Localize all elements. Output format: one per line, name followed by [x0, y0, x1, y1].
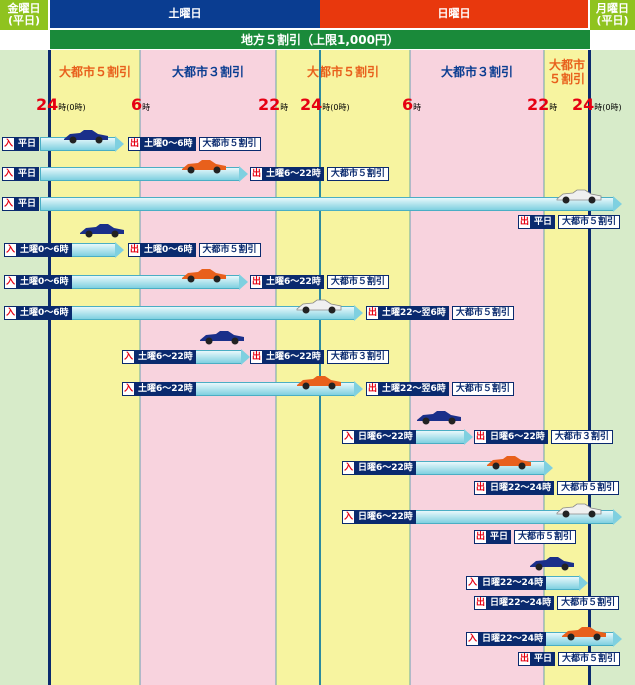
car-icon	[530, 557, 574, 571]
tick-6-sat: 6時	[131, 95, 151, 114]
line-sun-6	[409, 50, 411, 685]
exit-label: 出土曜22～翌6時大都市５割引	[366, 306, 514, 320]
regional-discount-bar: 地方５割引（上限1,000円）	[50, 30, 590, 49]
exit-label: 出土曜0～6時大都市５割引	[128, 137, 261, 151]
car-icon	[80, 224, 124, 238]
line-sat-22	[275, 50, 277, 685]
saturday-header: 土曜日	[50, 0, 320, 28]
tick-24-fri: 24時(0時)	[36, 95, 86, 114]
exit-label: 出日曜22～24時大都市５割引	[474, 481, 620, 495]
zone3-column	[276, 50, 410, 685]
zone2-column	[140, 50, 276, 685]
exit-label: 出平日大都市５割引	[518, 215, 621, 229]
car-icon	[182, 160, 226, 174]
entry-label: 入平日	[2, 197, 40, 211]
route-arrow	[540, 575, 588, 591]
exit-label: 出平日大都市５割引	[518, 652, 621, 666]
car-icon	[200, 331, 244, 345]
midnight-line-fri-sat	[48, 50, 51, 685]
car-icon	[182, 269, 226, 283]
friday-header: 金曜日 (平日)	[0, 0, 48, 30]
tick-24-sun: 24時(0時)	[572, 95, 622, 114]
entry-label: 入土曜0～6時	[4, 243, 72, 257]
entry-label: 入土曜6～22時	[122, 382, 196, 396]
zone1-title: 大都市５割引	[58, 65, 131, 79]
exit-label: 出日曜6～22時大都市３割引	[474, 430, 613, 444]
monday-column	[590, 50, 635, 685]
tick-22-sat: 22時	[258, 95, 289, 114]
exit-label: 出土曜6～22時大都市５割引	[250, 167, 389, 181]
entry-label: 入日曜6～22時	[342, 461, 416, 475]
car-icon	[556, 189, 602, 204]
entry-label: 入日曜22～24時	[466, 576, 547, 590]
tick-22-sun: 22時	[527, 95, 558, 114]
monday-header: 月曜日 (平日)	[590, 0, 635, 30]
zone1-column	[50, 50, 140, 685]
exit-label: 出土曜6～22時大都市３割引	[250, 350, 389, 364]
car-icon	[487, 456, 531, 470]
midnight-line-sun-mon	[588, 50, 591, 685]
entry-label: 入日曜22～24時	[466, 632, 547, 646]
zone5-title: 大都市 ５割引	[548, 58, 585, 86]
car-icon	[296, 299, 342, 314]
entry-label: 入土曜6～22時	[122, 350, 196, 364]
line-sat-6	[139, 50, 141, 685]
car-icon	[556, 503, 602, 518]
entry-label: 入日曜6～22時	[342, 510, 416, 524]
tick-24-sat: 24時(0時)	[300, 95, 350, 114]
entry-label: 入平日	[2, 137, 40, 151]
midnight-line-sat-sun	[319, 50, 321, 685]
exit-label: 出土曜22～翌6時大都市５割引	[366, 382, 514, 396]
exit-label: 出土曜6～22時大都市５割引	[250, 275, 389, 289]
car-icon	[297, 376, 341, 390]
exit-label: 出土曜0～6時大都市５割引	[128, 243, 261, 257]
route-arrow	[40, 196, 622, 212]
route-arrow	[410, 429, 473, 445]
exit-label: 出日曜22～24時大都市５割引	[474, 596, 620, 610]
exit-label: 出平日大都市５割引	[474, 530, 577, 544]
car-icon	[417, 411, 461, 425]
friday-column	[0, 50, 48, 685]
zone2-title: 大都市３割引	[171, 65, 244, 79]
entry-label: 入日曜6～22時	[342, 430, 416, 444]
entry-label: 入平日	[2, 167, 40, 181]
zone4-title: 大都市３割引	[440, 65, 513, 79]
line-sun-22	[543, 50, 545, 685]
tick-6-sun: 6時	[402, 95, 422, 114]
car-icon	[562, 627, 606, 641]
route-arrow	[190, 349, 250, 365]
entry-label: 入土曜0～6時	[4, 306, 72, 320]
zone3-title: 大都市５割引	[306, 65, 379, 79]
car-icon	[64, 130, 108, 144]
sunday-header: 日曜日	[320, 0, 588, 28]
entry-label: 入土曜0～6時	[4, 275, 72, 289]
